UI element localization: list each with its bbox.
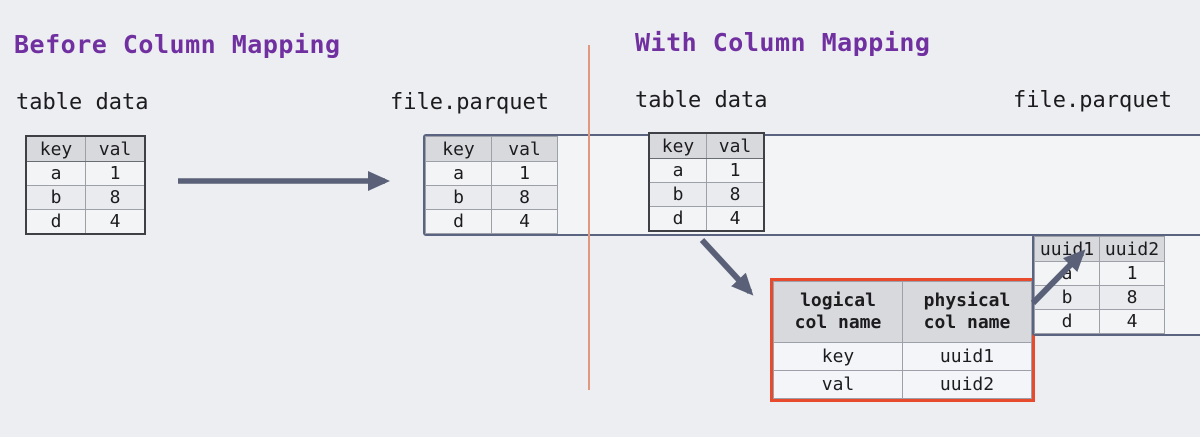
cell: 1 xyxy=(85,161,146,186)
cell: b xyxy=(425,185,492,210)
cell: d xyxy=(1034,309,1100,334)
left-source-table: key val a 1 b 8 d 4 xyxy=(25,135,146,235)
cell: 8 xyxy=(85,185,146,210)
col-header: key xyxy=(425,136,492,162)
table-row: a 1 xyxy=(1034,261,1165,286)
logical-col-header: logical col name xyxy=(773,281,903,343)
cell: 1 xyxy=(706,158,765,183)
table-row: a 1 xyxy=(25,161,146,186)
cell: d xyxy=(25,209,86,235)
cell: b xyxy=(648,182,707,207)
column-mapping-table: logical col name physical col name key u… xyxy=(773,281,1032,399)
left-file-parquet-label: file.parquet xyxy=(390,90,549,115)
cell: b xyxy=(1034,285,1100,310)
mapping-row: val uuid2 xyxy=(773,370,1032,399)
cell: 8 xyxy=(706,182,765,207)
col-header: val xyxy=(491,136,558,162)
cell: 1 xyxy=(1099,261,1165,286)
right-parquet-table: uuid1 uuid2 a 1 b 8 d 4 xyxy=(1034,236,1165,334)
cell: 4 xyxy=(1099,309,1165,334)
table-row: b 8 xyxy=(648,182,765,207)
col-header: val xyxy=(706,132,765,159)
table-row: a 1 xyxy=(648,158,765,183)
table-row: d 4 xyxy=(1034,309,1165,334)
table-row: d 4 xyxy=(648,206,765,232)
table-header-row: key val xyxy=(648,132,765,159)
table-row: a 1 xyxy=(425,161,558,186)
left-parquet-table: key val a 1 b 8 d 4 xyxy=(425,136,558,234)
right-parquet-file-card: uuid1 uuid2 a 1 b 8 d 4 xyxy=(1032,234,1200,336)
table-header-row: key val xyxy=(25,135,146,162)
cell: 8 xyxy=(1099,285,1165,310)
table-header-row: logical col name physical col name xyxy=(773,281,1032,343)
section-divider xyxy=(588,45,590,390)
left-parquet-file-card: key val a 1 b 8 d 4 xyxy=(423,134,1200,236)
cell: d xyxy=(648,206,707,232)
arrow-down-right-icon xyxy=(699,237,754,296)
cell: b xyxy=(25,185,86,210)
table-row: b 8 xyxy=(1034,285,1165,310)
cell: 4 xyxy=(491,209,558,234)
logical-name-cell: val xyxy=(773,370,903,399)
header-text: logical col name xyxy=(794,289,882,334)
cell: a xyxy=(25,161,86,186)
col-header: val xyxy=(85,135,146,162)
left-panel-title: Before Column Mapping xyxy=(14,30,341,59)
header-text: physical col name xyxy=(923,289,1011,334)
col-header: uuid2 xyxy=(1099,236,1165,262)
right-source-table: key val a 1 b 8 d 4 xyxy=(648,132,765,232)
right-file-parquet-label: file.parquet xyxy=(1013,88,1172,113)
table-header-row: uuid1 uuid2 xyxy=(1034,236,1165,262)
col-header: key xyxy=(648,132,707,159)
physical-col-header: physical col name xyxy=(902,281,1032,343)
table-row: b 8 xyxy=(425,185,558,210)
cell: a xyxy=(1034,261,1100,286)
cell: 8 xyxy=(491,185,558,210)
col-header: key xyxy=(25,135,86,162)
table-row: b 8 xyxy=(25,185,146,210)
table-row: d 4 xyxy=(425,209,558,234)
cell: 4 xyxy=(706,206,765,232)
cell: 1 xyxy=(491,161,558,186)
cell: a xyxy=(648,158,707,183)
physical-name-cell: uuid1 xyxy=(902,342,1032,371)
logical-name-cell: key xyxy=(773,342,903,371)
mapping-row: key uuid1 xyxy=(773,342,1032,371)
cell: 4 xyxy=(85,209,146,235)
right-panel-title: With Column Mapping xyxy=(635,28,931,57)
col-header: uuid1 xyxy=(1034,236,1100,262)
column-mapping-table-card: logical col name physical col name key u… xyxy=(770,278,1035,402)
left-table-data-label: table data xyxy=(16,90,149,115)
cell: d xyxy=(425,209,492,234)
cell: a xyxy=(425,161,492,186)
physical-name-cell: uuid2 xyxy=(902,370,1032,399)
table-header-row: key val xyxy=(425,136,558,162)
table-row: d 4 xyxy=(25,209,146,235)
right-table-data-label: table data xyxy=(635,88,768,113)
